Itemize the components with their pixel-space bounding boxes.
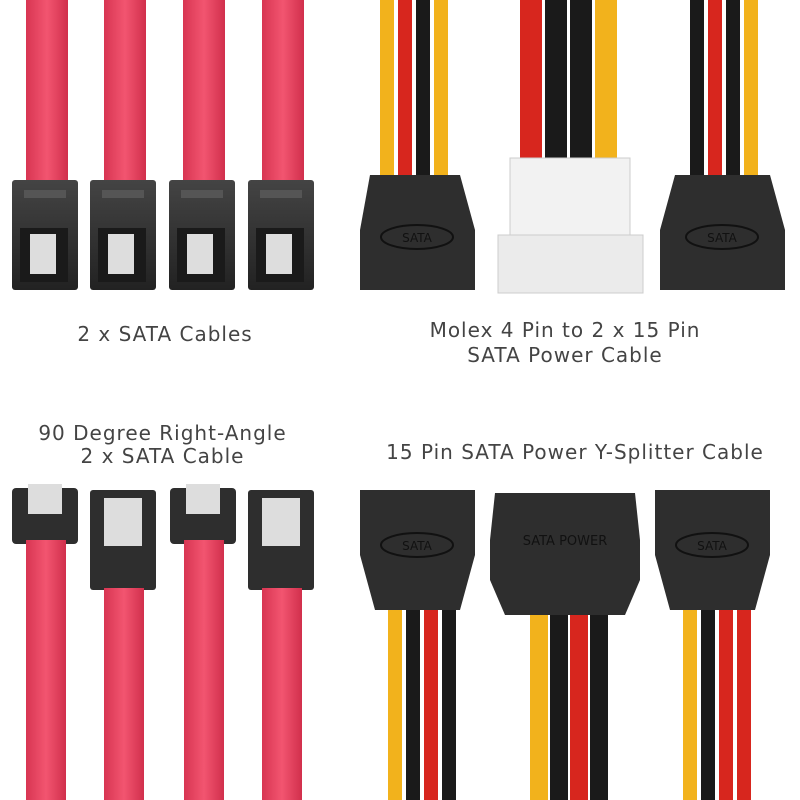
sata-cable-4 [248,0,314,290]
wire-bundle-molex [520,0,617,160]
right-angle-cable-3 [170,484,236,800]
sata-cable-1 [12,0,78,290]
sata-emboss-bottom-left: SATA [402,539,433,553]
sata-power-y-splitter: SATA SATA POWER SATA [350,485,800,800]
molex-to-sata-power-cable: SATA SATA [350,0,800,300]
sata-cable-2 [90,0,156,290]
caption-molex-line2: SATA Power Cable [467,343,663,367]
wire-bundle-left [380,0,448,175]
caption-right-angle-line1: 90 Degree Right-Angle [38,421,287,445]
right-angle-cable-4 [248,490,314,800]
right-angle-cable-2 [90,490,156,800]
sata-cable-3 [169,0,235,290]
caption-y-splitter: 15 Pin SATA Power Y-Splitter Cable [386,440,764,464]
right-angle-cable-1 [12,484,78,800]
caption-right-angle-line2: 2 x SATA Cable [80,444,245,468]
wire-bundle-center [530,615,608,800]
wire-bundle-right [690,0,758,175]
straight-sata-cables [0,0,340,300]
wire-bundle-bottom-left [388,610,456,800]
sata-emboss-right: SATA [707,231,738,245]
wire-bundle-bottom-right [683,610,751,800]
caption-molex-line1: Molex 4 Pin to 2 x 15 Pin [429,318,701,342]
sata-power-emboss: SATA POWER [523,534,608,549]
caption-sata-cables: 2 x SATA Cables [77,322,253,346]
sata-emboss-bottom-right: SATA [697,539,728,553]
right-angle-sata-cables [0,480,340,800]
sata-emboss-left: SATA [402,231,433,245]
